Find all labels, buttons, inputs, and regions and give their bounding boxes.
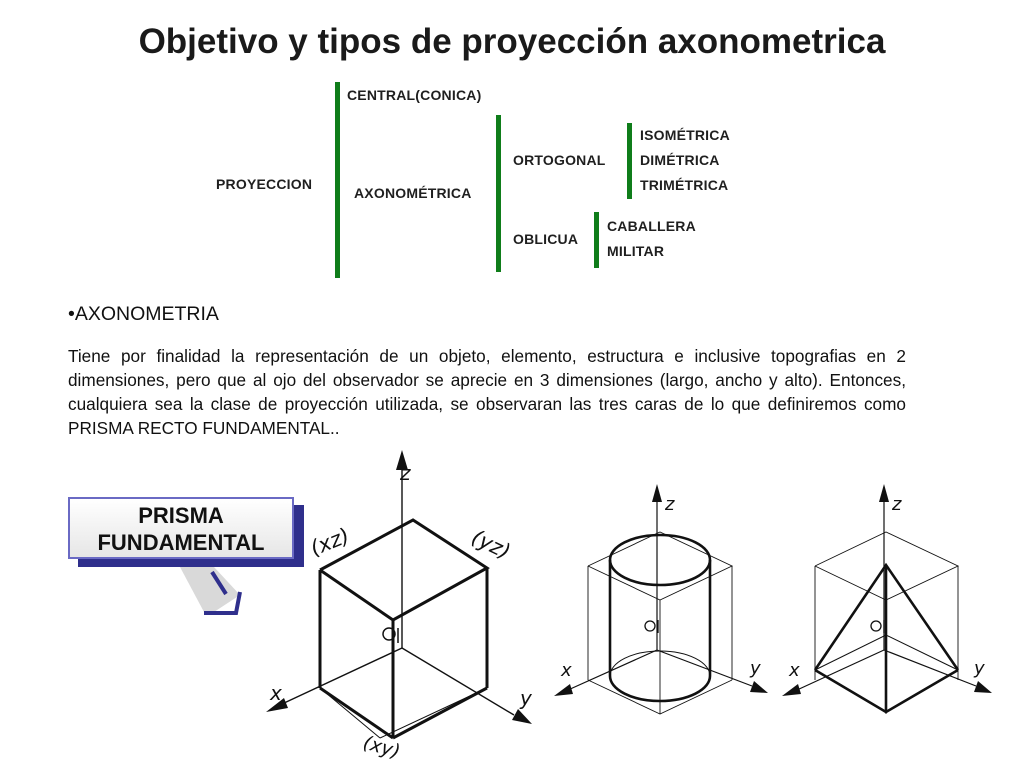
callout-line-1: PRISMA — [138, 503, 224, 528]
pyramid-y-label: y — [973, 658, 985, 679]
cube-z-label: z — [399, 461, 411, 485]
page-title: Objetivo y tipos de proyección axonometr… — [138, 22, 886, 61]
node-isometrica: ISOMÉTRICA — [640, 127, 730, 143]
cylinder-x-label: x — [560, 660, 572, 681]
cylinder-labels: z x y — [560, 494, 761, 681]
node-caballera: CABALLERA — [607, 218, 696, 234]
node-central: CENTRAL(CONICA) — [347, 87, 482, 103]
node-proyeccion: PROYECCION — [216, 176, 313, 192]
bracket-bar-ortogonal — [627, 123, 632, 199]
cube-labels: z x y (xz) (yz) (xy) — [269, 461, 533, 763]
figure-pyramid — [782, 484, 992, 714]
node-axonometrica: AXONOMÉTRICA — [354, 185, 472, 201]
cylinder-z-label: z — [664, 494, 675, 515]
prisma-callout: PRISMA FUNDAMENTAL — [68, 497, 294, 559]
figure-cylinder — [554, 484, 768, 715]
figure-cube — [266, 450, 532, 740]
node-ortogonal: ORTOGONAL — [513, 152, 606, 168]
cylinder-y-label: y — [749, 658, 761, 679]
bracket-bar-proyeccion — [335, 82, 340, 278]
pyramid-z-label: z — [891, 494, 902, 515]
node-militar: MILITAR — [607, 243, 665, 259]
node-dimetrica: DIMÉTRICA — [640, 152, 720, 168]
pyramid-x-label: x — [788, 660, 800, 681]
callout-arrow — [180, 567, 242, 615]
cube-yz-label: (yz) — [468, 525, 514, 564]
pyramid-labels: z x y — [788, 494, 985, 681]
description-paragraph: Tiene por finalidad la representación de… — [68, 346, 906, 438]
bracket-bar-axonometrica — [496, 115, 501, 272]
node-trimetrica: TRIMÉTRICA — [640, 177, 729, 193]
cube-y-label: y — [519, 686, 533, 710]
cube-x-label: x — [269, 681, 282, 705]
bracket-bar-oblicua — [594, 212, 599, 268]
node-oblicua: OBLICUA — [513, 231, 579, 247]
callout-line-2: FUNDAMENTAL — [97, 530, 265, 555]
section-heading: •AXONOMETRIA — [68, 303, 219, 325]
